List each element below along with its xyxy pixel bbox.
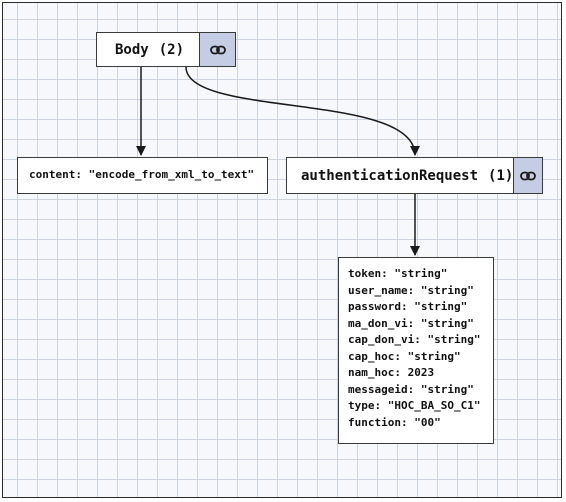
- content-value: "encode_from_xml_to_text": [88, 168, 255, 182]
- node-auth-count: (1): [488, 167, 514, 184]
- field-row: cap_don_vi: "string": [348, 332, 493, 349]
- node-authentication-request[interactable]: authenticationRequest (1): [286, 157, 543, 194]
- field-key: messageid:: [348, 382, 415, 396]
- field-row: token: "string": [348, 266, 493, 283]
- field-key: type:: [348, 399, 382, 412]
- field-key: cap_hoc:: [348, 349, 401, 363]
- node-content[interactable]: content: "encode_from_xml_to_text": [17, 157, 268, 194]
- edge-body-to-auth: [185, 66, 420, 156]
- field-row: type: "HOC_BA_SO_C1": [348, 398, 493, 415]
- link-icon: [520, 171, 537, 180]
- content-row: content: "encode_from_xml_to_text": [29, 167, 254, 184]
- node-body-title: Body: [115, 41, 149, 58]
- field-value: "string": [420, 283, 474, 297]
- field-value: "string": [407, 349, 461, 363]
- node-auth-label: authenticationRequest (1): [287, 168, 513, 184]
- link-icon: [209, 45, 226, 54]
- node-body-count: (2): [158, 41, 185, 58]
- field-value: "string": [414, 300, 468, 313]
- field-value: "string": [427, 333, 481, 346]
- field-key: ma_don_vi:: [348, 316, 415, 330]
- field-row: password: "string": [348, 299, 493, 316]
- fields-list: token: "string"user_name: "string"passwo…: [348, 266, 493, 431]
- field-value: "string": [420, 382, 474, 396]
- field-row: ma_don_vi: "string": [348, 316, 493, 333]
- field-key: function:: [348, 415, 408, 429]
- node-auth-fields[interactable]: token: "string"user_name: "string"passwo…: [338, 257, 494, 444]
- field-key: token:: [348, 267, 388, 280]
- field-key: user_name:: [348, 283, 415, 297]
- field-value: "string": [420, 316, 474, 330]
- node-auth-title: authenticationRequest: [301, 167, 479, 184]
- field-row: function: "00": [348, 415, 493, 432]
- content-key: content:: [29, 168, 82, 182]
- field-row: user_name: "string": [348, 283, 493, 300]
- node-body[interactable]: Body (2): [96, 32, 236, 67]
- field-row: messageid: "string": [348, 382, 493, 399]
- field-key: password:: [348, 300, 408, 313]
- node-auth-link-button[interactable]: [513, 158, 542, 193]
- field-row: nam_hoc: 2023: [348, 365, 493, 382]
- diagram-canvas: [2, 2, 562, 498]
- field-value: "00": [414, 415, 441, 429]
- field-key: cap_don_vi:: [348, 333, 421, 346]
- node-body-link-button[interactable]: [199, 33, 235, 66]
- field-key: nam_hoc:: [348, 366, 401, 379]
- field-value: 2023: [407, 366, 435, 379]
- field-value: "HOC_BA_SO_C1": [387, 399, 481, 412]
- node-body-label: Body (2): [97, 42, 199, 58]
- field-row: cap_hoc: "string": [348, 349, 493, 366]
- field-value: "string": [394, 267, 448, 280]
